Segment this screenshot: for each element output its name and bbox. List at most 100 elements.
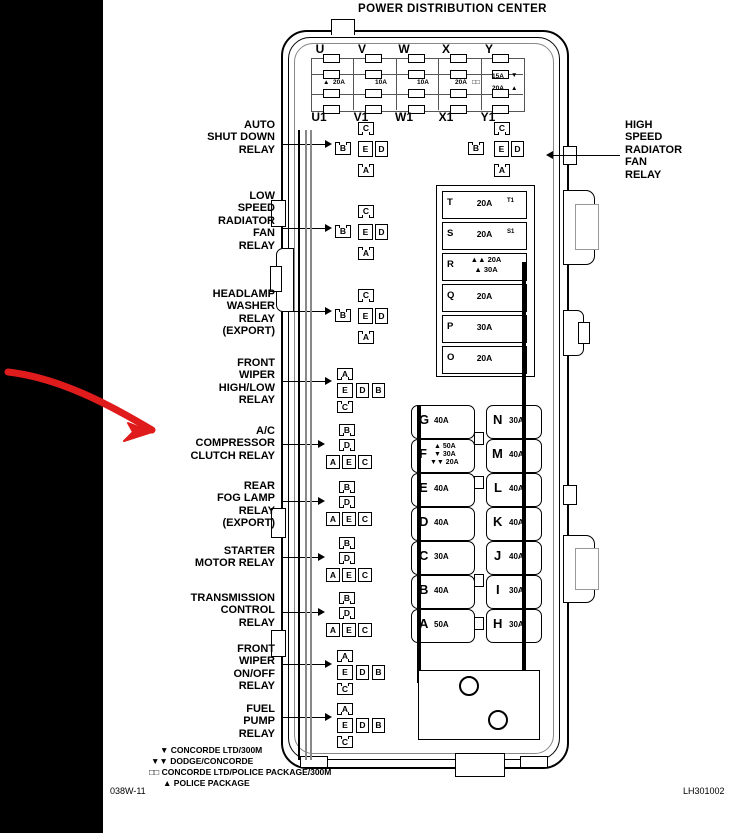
callout-line: HIGH <box>625 119 653 131</box>
callout-label-fuel-pump: FUEL PUMP RELAY <box>100 703 275 740</box>
terminal-b: B <box>335 224 351 238</box>
cartridge-id-j: J <box>494 548 502 563</box>
cartridge-c[interactable] <box>411 541 475 575</box>
callout-line: RELAY <box>238 616 275 629</box>
terminal-e: E <box>358 224 373 240</box>
leader-arrow-1 <box>325 140 332 148</box>
column-label-v: V <box>357 42 366 56</box>
cartridge-k[interactable] <box>486 507 542 541</box>
connector-hole-2 <box>488 710 508 730</box>
leader-line-right <box>552 155 620 156</box>
housing-right-connector-1-inner <box>575 204 599 250</box>
housing-top-tab <box>331 19 355 35</box>
cartridge-amp-a: 50A <box>434 620 449 629</box>
housing-left-tab-3 <box>271 508 286 538</box>
terminal-e: E <box>337 383 353 398</box>
legend-text: POLICE PACKAGE <box>173 778 250 788</box>
cage-clip-1 <box>474 432 484 445</box>
cage-clip-3 <box>474 574 484 587</box>
cartridge-d[interactable] <box>411 507 475 541</box>
mid-fuse-row-q[interactable] <box>442 284 527 312</box>
callout-line: SPEED <box>625 131 663 144</box>
leader-line-5 <box>283 444 320 445</box>
callout-label-front-wiper-high-low: FRONT WIPER HIGH/LOW RELAY <box>100 357 275 407</box>
column-label-y: Y <box>484 42 493 56</box>
callout-line: FRONT <box>237 643 275 655</box>
terminal-e: E <box>337 665 353 680</box>
callout-line: HIGH/LOW <box>218 381 275 394</box>
terminal-b: B <box>372 718 385 733</box>
mid-fuse-amp-t: 20A <box>476 198 493 208</box>
mid-fuse-row-s[interactable] <box>442 222 527 250</box>
cartridge-g[interactable] <box>411 405 475 439</box>
terminal-b: B <box>468 141 484 155</box>
terminal-d: D <box>339 496 355 509</box>
terminal-d: D <box>356 718 369 733</box>
cartridge-n[interactable] <box>486 405 542 439</box>
callout-line: ON/OFF <box>233 667 275 680</box>
callout-line: FAN <box>253 227 275 240</box>
terminal-d: D <box>356 665 369 680</box>
cartridge-amp-m: 40A <box>509 450 524 459</box>
fuse-marker-x: □□ <box>472 79 480 86</box>
bottom-connector-block <box>418 670 540 740</box>
legend-text: DODGE/CONCORDE <box>170 756 254 766</box>
mid-fuse-rightid-s: S1 <box>507 229 515 235</box>
cartridge-amp-b: 40A <box>434 586 449 595</box>
mid-fuse-row-p[interactable] <box>442 315 527 343</box>
leader-line-8 <box>283 612 320 613</box>
column-label-w: W <box>398 42 410 56</box>
callout-line: LOW <box>249 190 275 202</box>
callout-line: RELAY <box>238 394 275 407</box>
terminal-a: A <box>337 368 353 381</box>
terminal-e: E <box>342 568 356 582</box>
page-title: POWER DISTRIBUTION CENTER <box>358 3 547 15</box>
mid-fuse-row-o[interactable] <box>442 346 527 374</box>
terminal-b: B <box>372 665 385 680</box>
callout-line: STARTER <box>223 545 275 557</box>
terminal-e: E <box>342 623 356 637</box>
cartridge-id-g: G <box>419 412 430 427</box>
cartridge-amp-f-2: ▼ 30A <box>434 451 456 458</box>
cartridge-m[interactable] <box>486 439 542 473</box>
cartridge-i[interactable] <box>486 575 542 609</box>
callout-label-ac-compressor-clutch: A/C COMPRESSOR CLUTCH RELAY <box>100 425 275 462</box>
leader-arrow-right <box>546 151 553 159</box>
terminal-d: D <box>375 224 388 240</box>
cartridge-f[interactable] <box>411 439 475 473</box>
cartridge-h[interactable] <box>486 609 542 643</box>
cartridge-b[interactable] <box>411 575 475 609</box>
mid-fuse-amp-o: 20A <box>476 353 493 363</box>
terminal-a: A <box>358 246 374 260</box>
callout-line: COMPRESSOR <box>195 437 275 450</box>
cartridge-amp-h: 30A <box>509 620 524 629</box>
housing-left-tab-2 <box>270 266 282 292</box>
legend-symbol: □□ <box>149 767 160 777</box>
drawing-number: 038W-11 <box>110 786 146 796</box>
callout-label-starter-motor: STARTER MOTOR RELAY <box>100 545 275 570</box>
mid-fuse-row-r[interactable] <box>442 253 527 281</box>
cartridge-a[interactable] <box>411 609 475 643</box>
terminal-d: D <box>339 439 355 452</box>
cartridge-amp-e: 40A <box>434 484 449 493</box>
callout-label-low-speed-radiator-fan: LOW SPEED RADIATOR FAN RELAY <box>110 190 275 252</box>
callout-line: RELAY <box>238 504 275 517</box>
fuse-marker-u: ▲ <box>323 79 330 86</box>
terminal-c: C <box>337 735 353 748</box>
callout-label-auto-shut-down: AUTO SHUT DOWN RELAY <box>110 119 275 156</box>
terminal-e: E <box>342 512 356 526</box>
terminal-b: B <box>339 481 355 494</box>
bus-bar-left <box>417 405 421 683</box>
cartridge-id-c: C <box>419 548 429 563</box>
cartridge-l[interactable] <box>486 473 542 507</box>
cartridge-e[interactable] <box>411 473 475 507</box>
cartridge-amp-c: 30A <box>434 552 449 561</box>
terminal-b: B <box>372 383 385 398</box>
mid-fuse-row-t[interactable] <box>442 191 527 219</box>
housing-right-tab-3 <box>563 485 577 505</box>
terminal-e: E <box>358 308 373 324</box>
callout-line: WASHER <box>226 300 275 313</box>
cartridge-j[interactable] <box>486 541 542 575</box>
terminal-c: C <box>494 122 510 136</box>
cartridge-amp-i: 30A <box>509 586 524 595</box>
